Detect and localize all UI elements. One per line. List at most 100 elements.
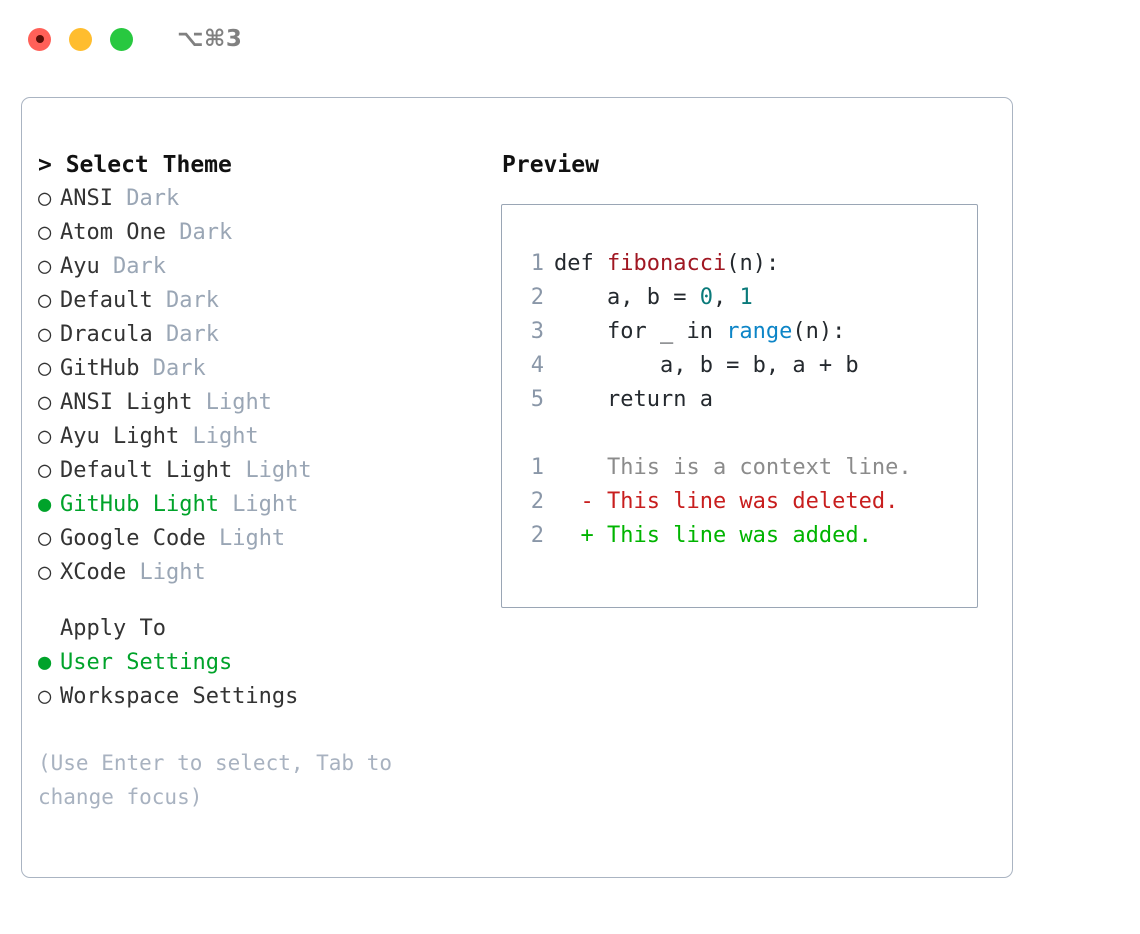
theme-name: Google Code: [60, 526, 219, 551]
theme-name: GitHub Light: [60, 492, 233, 517]
diff-line-number: 1: [530, 455, 544, 480]
maximize-button[interactable]: [110, 27, 133, 51]
theme-name: Default Light: [60, 458, 246, 483]
code-token-call: range: [726, 319, 793, 344]
code-line-number: 4: [530, 353, 544, 378]
radio-unselected-icon: ○: [38, 322, 52, 347]
radio-unselected-icon: ○: [38, 220, 52, 245]
code-line-number: 5: [530, 387, 544, 412]
theme-variant-badge: Light: [192, 424, 259, 449]
theme-name: Ayu Light: [60, 424, 193, 449]
code-token-num: 0: [699, 285, 713, 310]
radio-unselected-icon: ○: [38, 390, 52, 415]
diff-text: This is a context line.: [606, 455, 912, 480]
radio-unselected-icon: ○: [38, 288, 52, 313]
radio-unselected-icon: ○: [38, 458, 52, 483]
diff-sample: 1 This is a context line.2 - This line w…: [502, 451, 977, 553]
theme-variant-badge: Dark: [126, 186, 180, 211]
radio-unselected-icon: ○: [38, 254, 52, 279]
theme-name: Atom One: [60, 220, 180, 245]
code-token-plain: def: [554, 251, 607, 276]
theme-option-github[interactable]: ○GitHub Dark: [38, 352, 478, 386]
theme-option-ansi-light[interactable]: ○ ANSI Light Light: [38, 386, 478, 420]
theme-option-ayu-light[interactable]: ○ Ayu Light Light: [38, 420, 478, 454]
theme-name: XCode: [60, 560, 140, 585]
list-spacer: [38, 590, 478, 612]
theme-name: ANSI Light: [60, 390, 206, 415]
theme-option-github-light[interactable]: ● GitHub Light Light: [38, 488, 478, 522]
diff-marker: -: [554, 489, 607, 514]
theme-variant-badge: Light: [245, 458, 312, 483]
code-token-plain: a, b = b, a + b: [554, 353, 859, 378]
code-line: 5 return a: [502, 383, 977, 417]
code-token-num: 1: [739, 285, 753, 310]
code-token-plain: for _ in: [554, 319, 727, 344]
code-line: 3 for _ in range(n):: [502, 315, 977, 349]
diff-text: This line was deleted.: [606, 489, 899, 514]
close-button[interactable]: [28, 27, 51, 51]
theme-name: GitHub: [60, 356, 153, 381]
theme-option-default-light[interactable]: ○ Default Light Light: [38, 454, 478, 488]
theme-variant-badge: Dark: [165, 322, 219, 347]
diff-marker: +: [554, 523, 607, 548]
diff-line-number: 2: [530, 489, 544, 514]
theme-name: Default: [60, 288, 166, 313]
diff-line: 2 - This line was deleted.: [502, 485, 977, 519]
radio-selected-icon: ●: [38, 650, 52, 675]
apply-to-label: Workspace Settings: [60, 684, 299, 709]
code-line: 2 a, b = 0, 1: [502, 281, 977, 315]
apply-to-heading: Apply To: [60, 616, 166, 641]
theme-variant-badge: Dark: [179, 220, 233, 245]
apply-to-option-workspace-settings[interactable]: ○ Workspace Settings: [38, 680, 478, 714]
diff-marker: [554, 455, 607, 480]
theme-variant-badge: Light: [218, 526, 286, 551]
diff-text: This line was added.: [606, 523, 872, 548]
code-token-plain: return a: [554, 387, 713, 412]
apply-to-option-list: ● User Settings ○ Workspace Settings: [38, 646, 478, 714]
traffic-lights: [28, 27, 133, 51]
radio-unselected-icon: ○: [38, 186, 52, 211]
theme-option-atom-one[interactable]: ○ Atom One Dark: [38, 216, 478, 250]
radio-unselected-icon: ○: [38, 684, 52, 709]
radio-unselected-icon: ○: [38, 560, 52, 585]
code-diff-spacer: [502, 417, 977, 451]
theme-option-xcode[interactable]: ○XCode Light: [38, 556, 478, 590]
code-token-plain: (n):: [792, 319, 846, 344]
radio-unselected-icon: ○: [38, 424, 52, 449]
theme-name: Ayu: [60, 254, 113, 279]
radio-unselected-icon: ○: [38, 526, 52, 551]
code-line-number: 3: [530, 319, 544, 344]
code-line: 1 def fibonacci(n):: [502, 247, 977, 281]
window-titlebar: ⌥⌘3: [0, 0, 1140, 78]
theme-picker-panel: > Select Theme ○ANSI Dark○Atom One Dark○…: [21, 97, 1013, 878]
apply-to-option-user-settings[interactable]: ● User Settings: [38, 646, 478, 680]
diff-line: 2 + This line was added.: [502, 519, 977, 553]
radio-selected-icon: ●: [38, 492, 52, 517]
keyboard-hint-text: (Use Enter to select, Tab to change focu…: [38, 751, 405, 809]
theme-variant-badge: Dark: [112, 254, 166, 279]
minimize-button[interactable]: [69, 27, 92, 51]
code-token-fn: fibonacci: [606, 251, 727, 276]
theme-option-dracula[interactable]: ○ Dracula Dark: [38, 318, 478, 352]
theme-list: ○ANSI Dark○Atom One Dark○Ayu Dark○Defaul…: [38, 182, 478, 590]
diff-line: 1 This is a context line.: [502, 451, 977, 485]
apply-to-label: User Settings: [60, 650, 233, 675]
code-token-plain: a, b =: [554, 285, 700, 310]
theme-option-google-code[interactable]: ○ Google Code Light: [38, 522, 478, 556]
code-line-number: 1: [530, 251, 544, 276]
theme-selection-column: > Select Theme ○ANSI Dark○Atom One Dark○…: [38, 148, 478, 814]
diff-line-number: 2: [530, 523, 544, 548]
code-line: 4 a, b = b, a + b: [502, 349, 977, 383]
keyboard-shortcut-label: ⌥⌘3: [177, 26, 243, 52]
code-token-plain: (n):: [726, 251, 780, 276]
theme-variant-badge: Light: [205, 390, 272, 415]
radio-unselected-icon: ○: [38, 356, 52, 381]
theme-variant-badge: Light: [232, 492, 299, 517]
theme-option-default[interactable]: ○Default Dark: [38, 284, 478, 318]
theme-option-ayu[interactable]: ○ Ayu Dark: [38, 250, 478, 284]
theme-option-ansi[interactable]: ○ANSI Dark: [38, 182, 478, 216]
theme-name: Dracula: [60, 322, 166, 347]
